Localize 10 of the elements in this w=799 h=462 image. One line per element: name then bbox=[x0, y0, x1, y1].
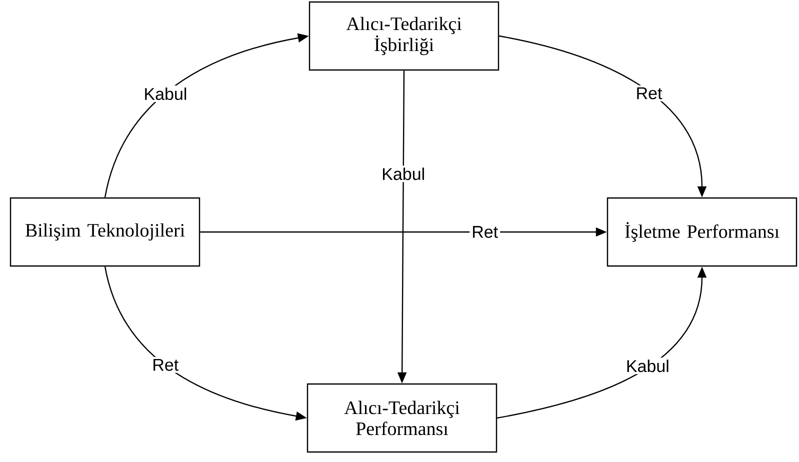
process-box: Alıcı-Tedarikçi Performansı bbox=[306, 383, 498, 453]
process-box: Alıcı-Tedarikçi İşbirliği bbox=[308, 1, 500, 71]
edge-label: Kabul bbox=[624, 358, 672, 374]
edge-label: Ret bbox=[470, 224, 500, 240]
edge-label: Kabul bbox=[380, 166, 428, 182]
edge-label: Ret bbox=[150, 357, 181, 373]
process-box: Bilişim Teknolojileri bbox=[10, 197, 200, 267]
edge-label: Ret bbox=[634, 85, 664, 102]
edge-label: Kabul bbox=[142, 86, 190, 102]
process-box: İşletme Performansı bbox=[606, 197, 798, 267]
